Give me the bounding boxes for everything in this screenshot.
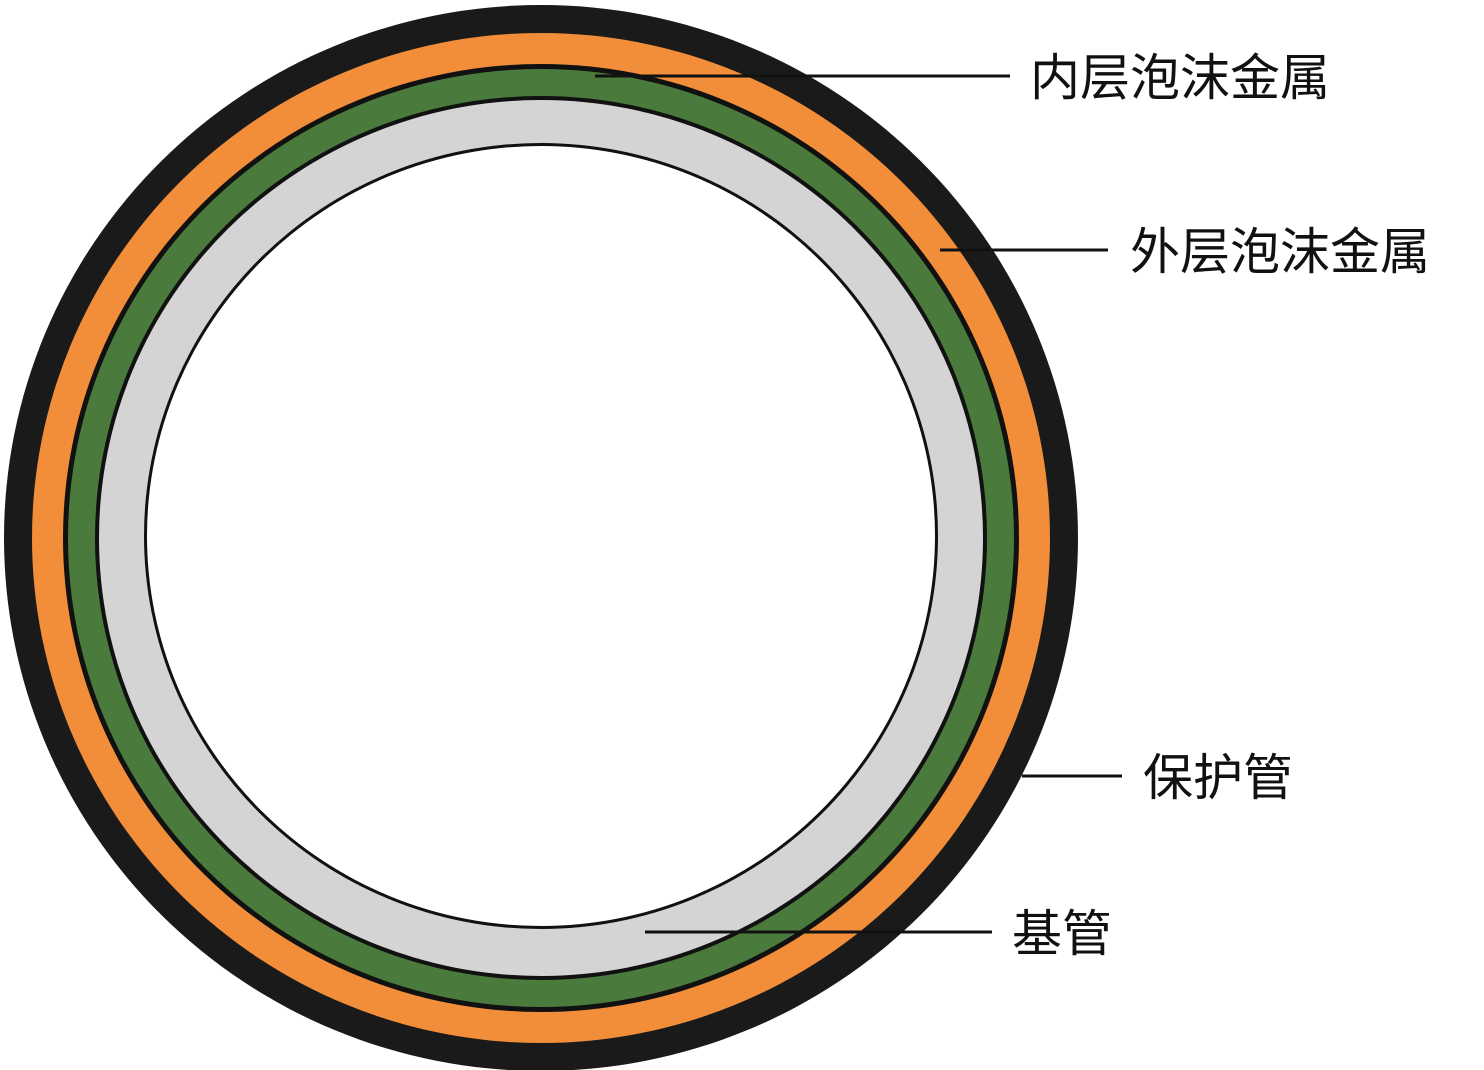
- label-inner-foam-metal: 内层泡沫金属: [1030, 49, 1330, 107]
- label-outer-foam-metal: 外层泡沫金属: [1130, 223, 1430, 281]
- tube-bore: [147, 146, 935, 926]
- label-base-tube: 基管: [1012, 905, 1112, 963]
- label-protective-tube: 保护管: [1143, 749, 1293, 807]
